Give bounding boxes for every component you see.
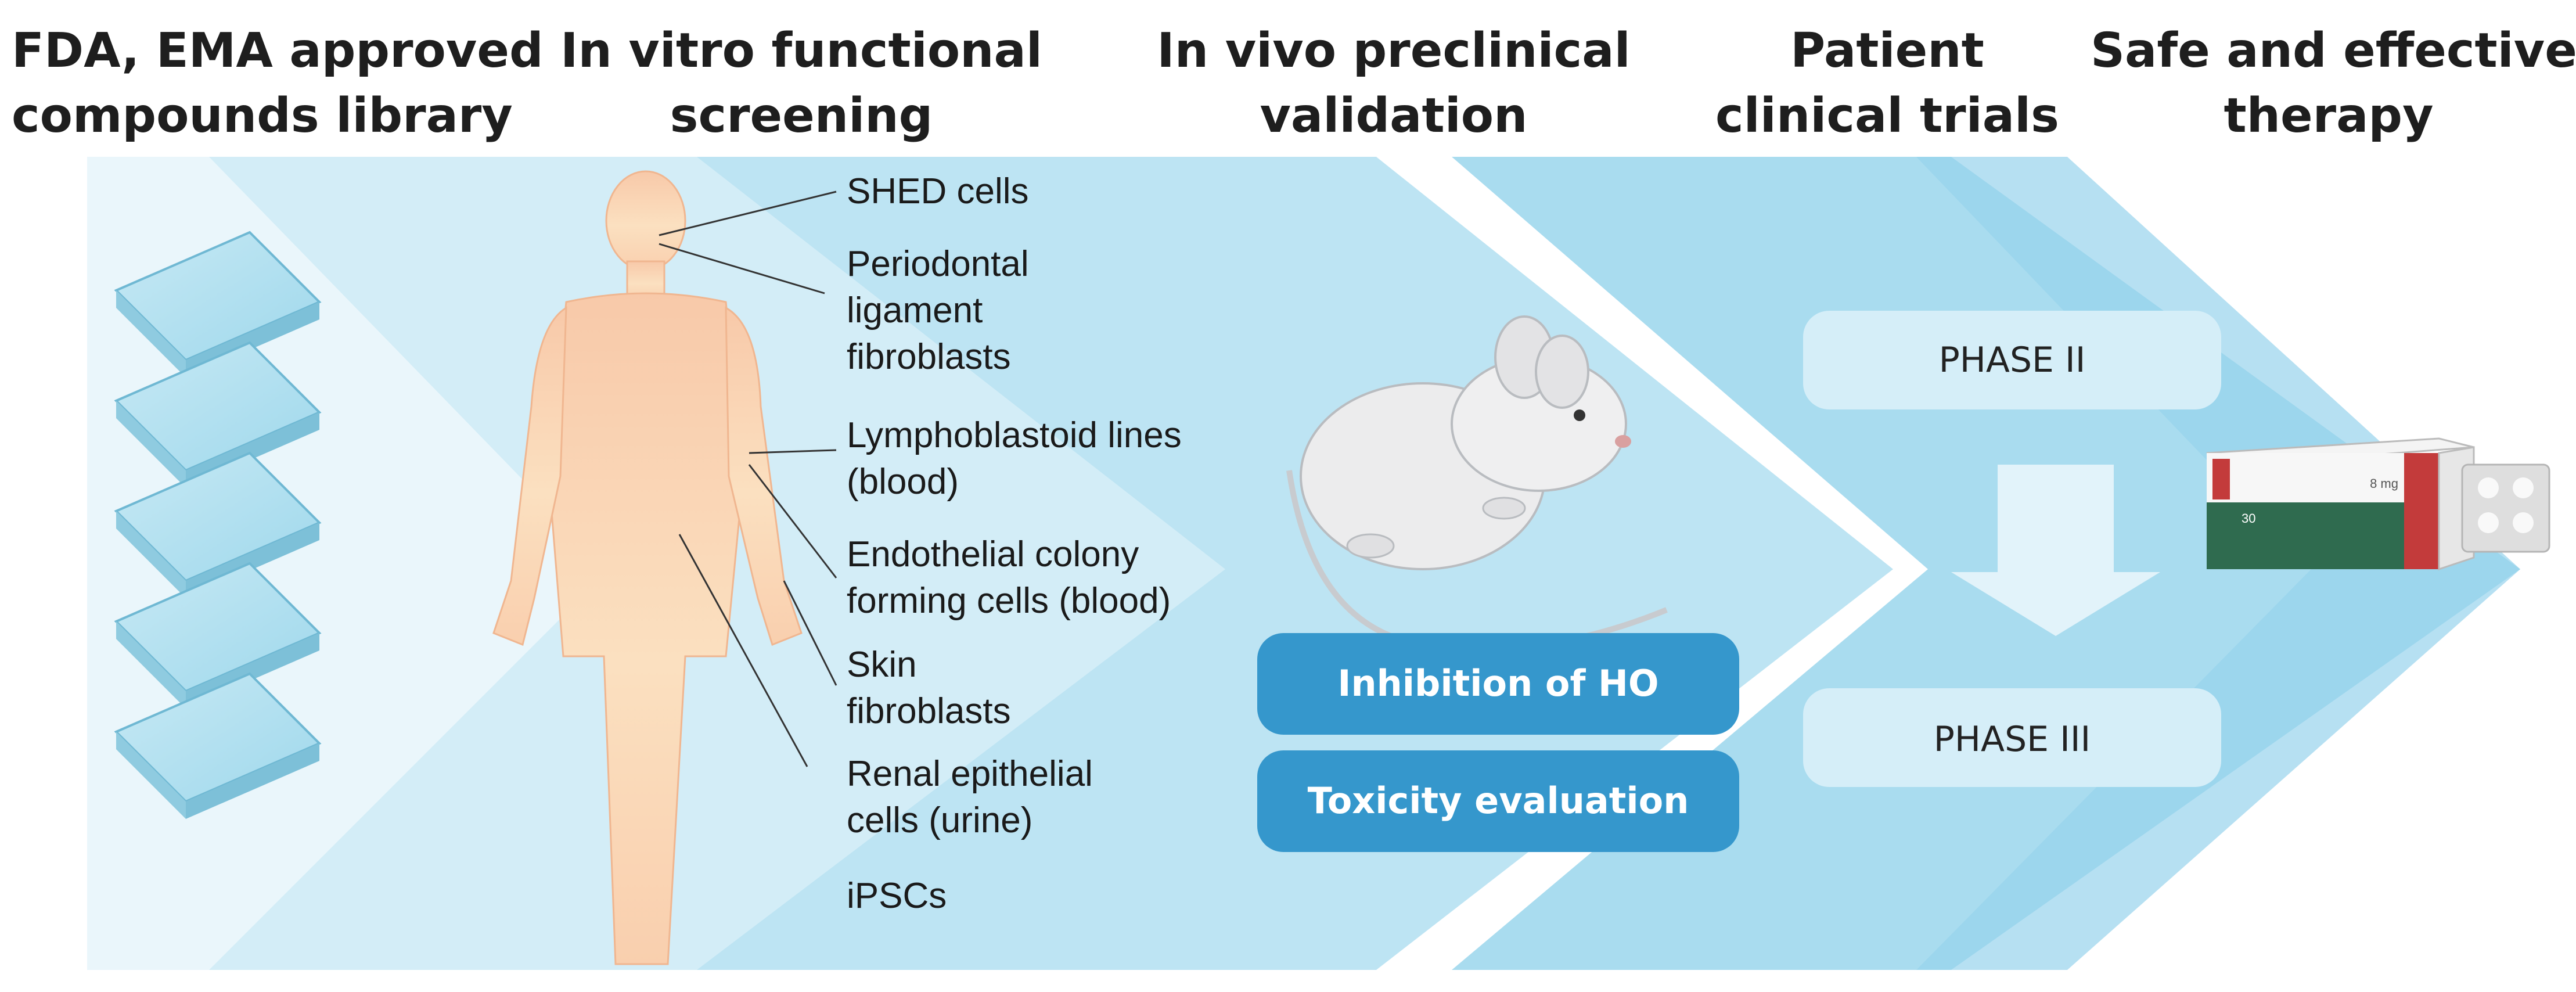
header-library-line2: compounds library [12, 88, 513, 143]
cell-source-endothelial: Endothelial colony forming cells (blood) [847, 531, 1171, 624]
down-arrow-icon [1951, 465, 2160, 636]
phase2-box [1803, 311, 2221, 409]
inhibition-pill-box [1257, 633, 1739, 735]
cell-source-line: ligament [847, 290, 983, 330]
cell-source-line: Lymphoblastoid lines [847, 415, 1182, 455]
cell-source-lymphoblastoid: Lymphoblastoid lines (blood) [847, 412, 1182, 505]
header-clinical-line2: clinical trials [1715, 88, 2059, 143]
cell-source-line: cells (urine) [847, 800, 1033, 840]
cell-source-line: fibroblasts [847, 691, 1011, 731]
cell-source-line: (blood) [847, 462, 959, 502]
toxicity-pill-box [1257, 750, 1739, 852]
inhibition-label: Inhibition of HO [1337, 662, 1658, 705]
pill-box-count: 30 [2242, 511, 2255, 526]
header-therapy-line2: therapy [2224, 88, 2434, 143]
phase3-box [1803, 688, 2221, 787]
cell-source-line: SHED cells [847, 171, 1029, 211]
header-in-vivo-line1: In vivo preclinical [1157, 23, 1631, 78]
header-clinical-line1: Patient [1790, 23, 1984, 78]
phase3-label: PHASE III [1934, 719, 2091, 760]
header-therapy: Safe and effective therapy [2091, 19, 2576, 149]
cell-source-line: iPSCs [847, 876, 947, 916]
human-body-icon [492, 170, 803, 965]
header-therapy-line1: Safe and effective [2091, 23, 2576, 78]
header-clinical: Patient clinical trials [1701, 19, 2073, 149]
well-plate-icon [114, 672, 322, 819]
cell-source-line: forming cells (blood) [847, 581, 1171, 621]
header-in-vitro: In vitro functional screening [557, 19, 1045, 149]
callout-lines [659, 191, 837, 767]
band-in-vitro [209, 157, 1278, 970]
cell-source-line: Renal epithelial [847, 754, 1093, 794]
header-in-vitro-line2: screening [670, 88, 933, 143]
header-library-line1: FDA, EMA approved [12, 23, 544, 78]
well-plate-stack [114, 231, 322, 819]
medicine-box-icon: 8 mg 30 [2206, 437, 2550, 571]
cell-source-shed: SHED cells [847, 168, 1029, 215]
pill-box-dose: 8 mg [2370, 476, 2398, 491]
toxicity-label: Toxicity evaluation [1308, 779, 1689, 822]
cell-source-periodontal: Periodontal ligament fibroblasts [847, 241, 1029, 380]
cell-source-skin: Skin fibroblasts [847, 642, 1011, 735]
header-in-vivo: In vivo preclinical validation [1156, 19, 1632, 149]
cell-source-line: Periodontal [847, 244, 1029, 284]
cell-source-line: Skin [847, 645, 917, 685]
header-in-vivo-line2: validation [1260, 88, 1528, 143]
header-in-vitro-line1: In vitro functional [560, 23, 1042, 78]
cell-source-line: fibroblasts [847, 337, 1011, 377]
cell-source-line: Endothelial colony [847, 534, 1139, 574]
cell-source-ipsc: iPSCs [847, 873, 947, 919]
cell-source-renal: Renal epithelial cells (urine) [847, 751, 1093, 844]
header-library: FDA, EMA approved compounds library [12, 19, 544, 149]
phase2-label: PHASE II [1939, 340, 2086, 380]
